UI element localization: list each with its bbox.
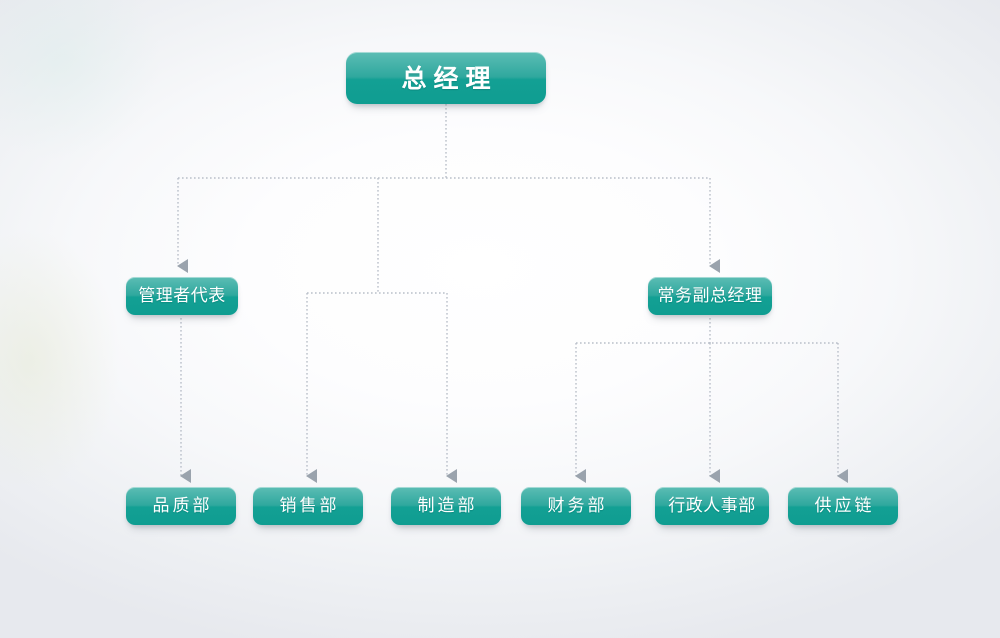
node-sales-department-label: 销售部 [279,495,340,516]
node-sales-department[interactable]: 销售部 [253,487,363,525]
node-manufacturing-department[interactable]: 制造部 [391,487,501,525]
node-management-representative-label: 管理者代表 [138,285,226,306]
node-finance-department-label: 财务部 [547,495,608,516]
node-administration-hr-department[interactable]: 行政人事部 [655,487,769,525]
node-supply-chain-department[interactable]: 供应链 [788,487,898,525]
node-quality-department[interactable]: 品质部 [126,487,236,525]
node-manufacturing-department-label: 制造部 [417,495,478,516]
node-management-representative[interactable]: 管理者代表 [126,277,238,315]
node-supply-chain-department-label: 供应链 [814,495,875,516]
node-executive-deputy-general-manager[interactable]: 常务副总经理 [648,277,772,315]
node-administration-hr-department-label: 行政人事部 [668,495,756,516]
node-finance-department[interactable]: 财务部 [521,487,631,525]
node-quality-department-label: 品质部 [152,495,213,516]
node-executive-deputy-general-manager-label: 常务副总经理 [657,285,763,306]
node-general-manager[interactable]: 总经理 [346,52,546,104]
node-general-manager-label: 总经理 [401,63,498,93]
